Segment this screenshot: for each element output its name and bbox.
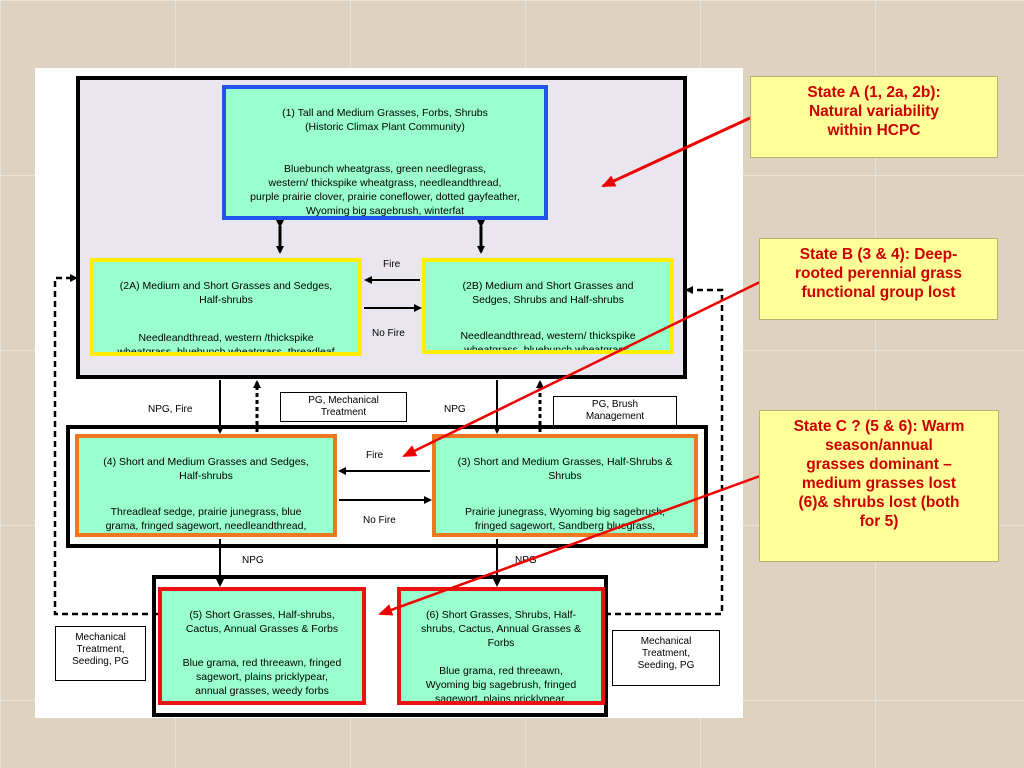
box-2b-title: (2B) Medium and Short Grasses and Sedges… <box>462 280 634 306</box>
fire-label-b: Fire <box>366 450 384 461</box>
callout-a-pointer <box>601 116 751 188</box>
callout-state-a: State A (1, 2a, 2b): Natural variability… <box>750 76 998 158</box>
fire-label-a: Fire <box>383 259 401 270</box>
callout-b-pointer <box>402 280 761 458</box>
no-fire-label-a: No Fire <box>372 328 405 339</box>
box-2a-title: (2A) Medium and Short Grasses and Sedges… <box>119 280 333 306</box>
box-6-species: Blue grama, red threeawn, Wyoming big sa… <box>425 665 577 705</box>
pg-brush-management-box: PG, Brush Management <box>553 396 677 426</box>
box-5: (5) Short Grasses, Half-shrubs, Cactus, … <box>158 587 366 705</box>
box-5-species: Blue grama, red threeawn, fringed sagewo… <box>182 657 342 697</box>
box-6-title: (6) Short Grasses, Shrubs, Half- shrubs,… <box>421 609 581 649</box>
no-fire-label-b: No Fire <box>363 515 396 526</box>
box-2b-species: Needleandthread, western/ thickspike whe… <box>460 330 636 354</box>
mechanical-treatment-right-box: Mechanical Treatment, Seeding, PG <box>612 630 720 686</box>
box-2a: (2A) Medium and Short Grasses and Sedges… <box>90 258 362 356</box>
box-1-species: Bluebunch wheatgrass, green needlegrass,… <box>250 163 520 217</box>
dashed-loop-left <box>53 274 158 616</box>
callout-state-b: State B (3 & 4): Deep- rooted perennial … <box>759 238 998 320</box>
box-1-title: (1) Tall and Medium Grasses, Forbs, Shru… <box>282 107 488 133</box>
box-1-hcpc: (1) Tall and Medium Grasses, Forbs, Shru… <box>222 85 548 220</box>
box-2a-species: Needleandthread, western /thickspike whe… <box>117 332 335 356</box>
box-6: (6) Short Grasses, Shrubs, Half- shrubs,… <box>397 587 605 705</box>
box-2b: (2B) Medium and Short Grasses and Sedges… <box>422 258 674 354</box>
npg-upper-label: NPG <box>444 404 466 415</box>
box-3-title: (3) Short and Medium Grasses, Half-Shrub… <box>457 456 673 482</box>
callout-c-pointer <box>378 474 761 616</box>
box-4: (4) Short and Medium Grasses and Sedges,… <box>75 434 337 537</box>
npg-fire-label: NPG, Fire <box>148 404 193 415</box>
state-b-container <box>66 425 708 548</box>
box-4-title: (4) Short and Medium Grasses and Sedges,… <box>103 456 309 482</box>
mechanical-treatment-left-box: Mechanical Treatment, Seeding, PG <box>55 626 146 681</box>
box-5-title: (5) Short Grasses, Half-shrubs, Cactus, … <box>185 609 339 635</box>
box-4-species: Threadleaf sedge, prairie junegrass, blu… <box>105 506 307 532</box>
npg-lower-left-label: NPG <box>242 555 264 566</box>
dashed-loop-right <box>605 286 724 616</box>
pg-mechanical-treatment-box: PG, Mechanical Treatment <box>280 392 407 422</box>
callout-state-c: State C ? (5 & 6): Warm season/annual gr… <box>759 410 999 562</box>
state-c-container <box>152 575 608 717</box>
